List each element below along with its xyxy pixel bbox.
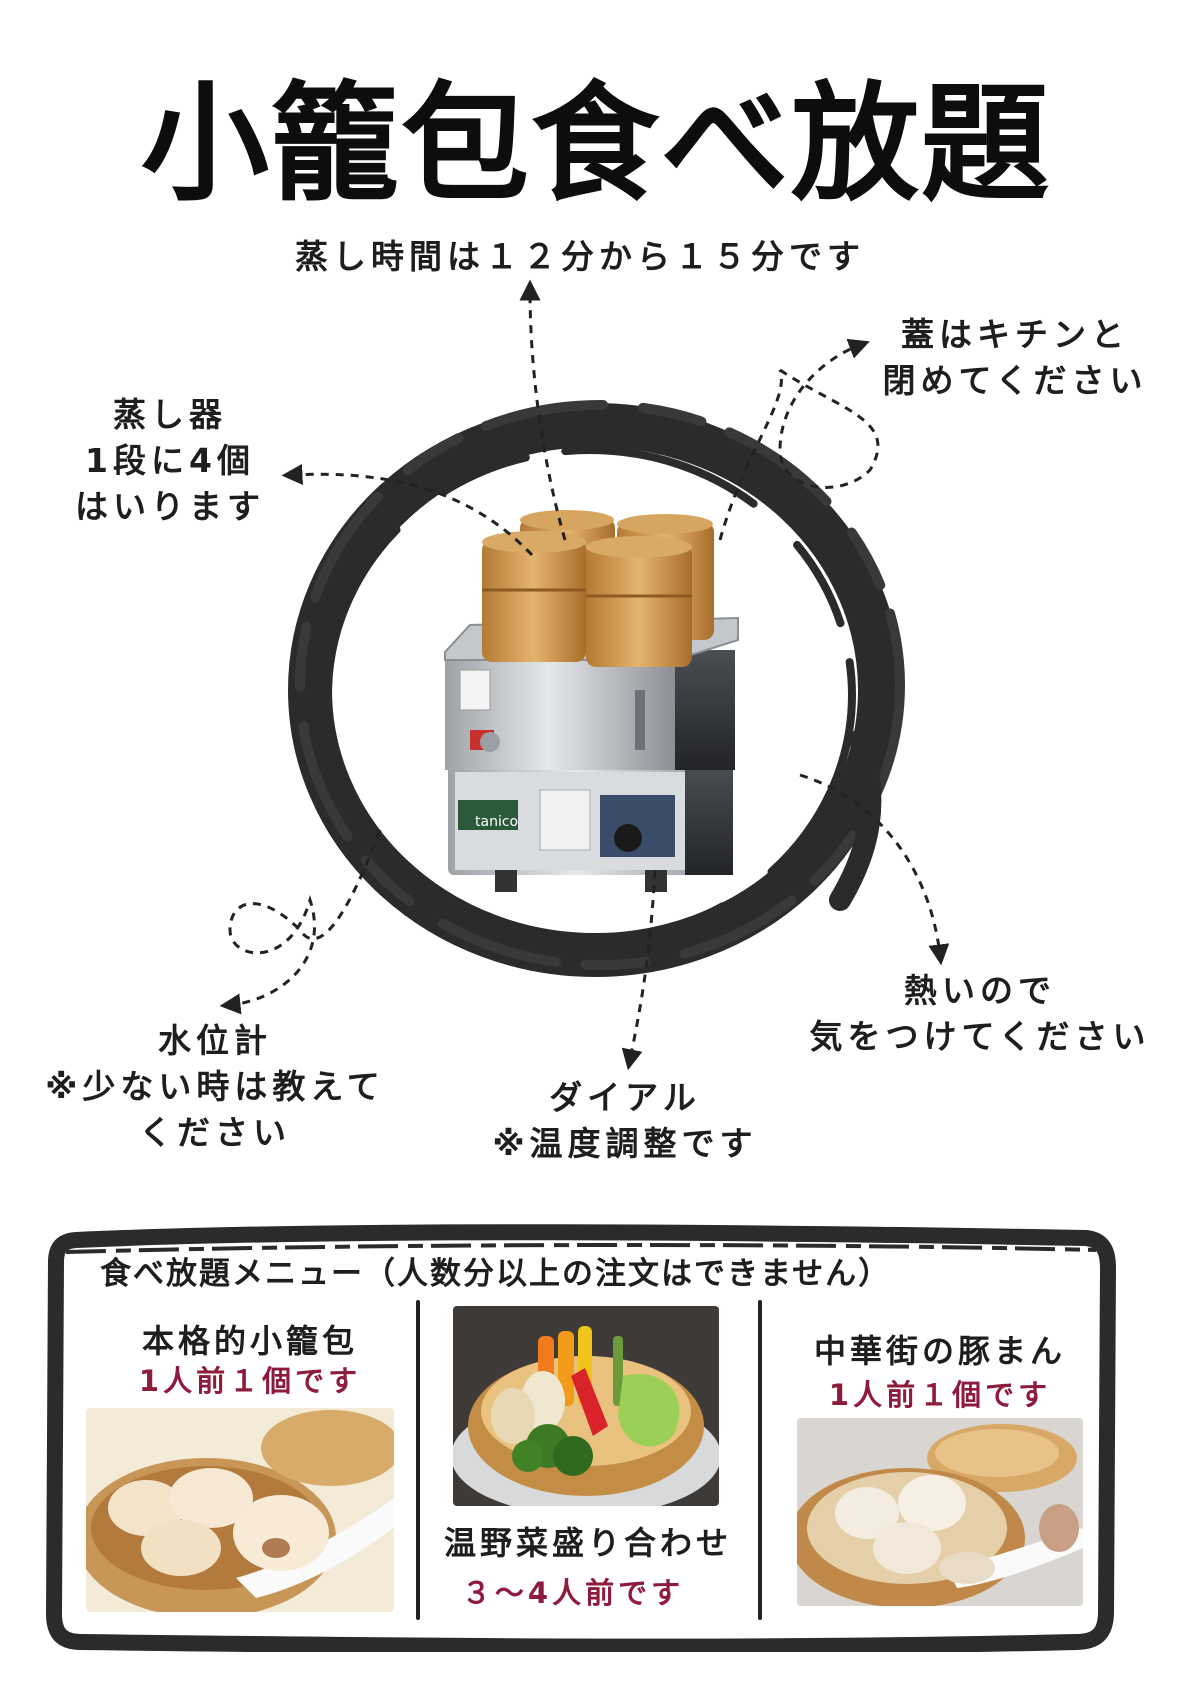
machine-brand: tanico [475,814,518,830]
menu-divider [758,1300,762,1620]
steamer-diagram: tanico [219,279,950,1071]
xiaolongbao-photo [86,1408,394,1612]
dashed-arrows [219,279,950,1071]
vegetables-photo [453,1306,719,1506]
note-steam-time: 蒸し時間は１２分から１５分です [295,237,865,276]
steamer-machine: tanico [444,510,739,892]
menu-frame [46,1224,1116,1652]
menu-item-name: 中華街の豚まん [813,1332,1066,1370]
menu-item-name: 本格的小籠包 [141,1322,358,1360]
brush-circle [288,400,905,977]
note-water-level: 水位計※少ない時は教えてください [45,1021,385,1152]
menu-divider [416,1300,420,1620]
menu-heading: 食べ放題メニュー（人数分以上の注文はできません） [100,1256,892,1292]
note-hot: 熱いので気をつけてください [809,971,1151,1056]
menu-item-note: 1人前１個です [138,1364,362,1398]
menu-item-note: ３～4人前です [461,1576,685,1610]
menu-item-note: 1人前１個です [828,1378,1052,1412]
menu-item-name: 温野菜盛り合わせ [443,1524,732,1562]
page-title: 小籠包食べ放題 [140,70,1051,219]
note-lid: 蓋はキチンと閉めてください [882,315,1148,400]
pork-bun-photo [797,1418,1083,1606]
note-dial: ダイアル※温度調整です [492,1078,758,1163]
